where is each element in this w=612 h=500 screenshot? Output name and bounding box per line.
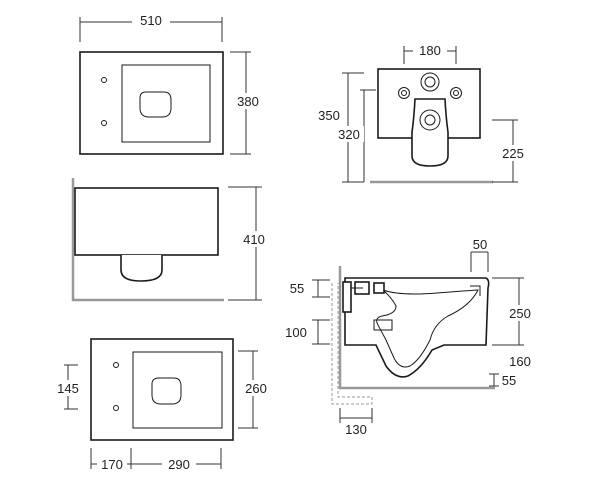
plan-fixing-hole xyxy=(113,405,119,411)
bottom-plan-view: 260 145 170 290 xyxy=(52,338,272,472)
rear-waste-outer xyxy=(419,109,441,131)
side-section-view: 50 55 100 250 160 55 130 xyxy=(285,237,536,437)
dim-side-top-width: 50 xyxy=(473,237,487,252)
rear-bolt-right-inner xyxy=(453,90,459,96)
rear-bolt-left xyxy=(398,87,410,99)
dim-front-height: 410 xyxy=(243,232,265,247)
rear-waste-inner xyxy=(424,114,436,126)
top-view: 510 380 xyxy=(79,12,264,155)
dim-rear-spacing: 180 xyxy=(419,43,441,58)
plan-seat xyxy=(132,351,223,429)
rear-inlet-inner xyxy=(424,76,436,88)
section-inlet-nozzle xyxy=(373,282,385,294)
label-bg xyxy=(334,126,364,142)
top-view-fixing-hole xyxy=(101,77,107,83)
top-view-fixing-hole xyxy=(101,120,107,126)
label-bg xyxy=(97,456,127,472)
rear-bolt-right xyxy=(450,87,462,99)
dim-side-mid-left: 100 xyxy=(285,325,307,340)
section-rim xyxy=(470,285,481,296)
dim-rear-right: 225 xyxy=(502,146,524,161)
rear-outlet xyxy=(411,98,449,167)
dim-top-width: 510 xyxy=(140,13,162,28)
top-view-body xyxy=(79,51,224,155)
dim-side-base: 130 xyxy=(345,422,367,437)
dim-side-bottom-right: 55 xyxy=(502,373,516,388)
front-foot xyxy=(120,255,163,282)
rear-inlet-outer xyxy=(420,72,440,92)
dim-rear-outer: 350 xyxy=(318,108,340,123)
dim-side-bottom: 160 xyxy=(509,354,531,369)
section-bowl-trap xyxy=(376,289,479,368)
label-bg xyxy=(314,107,346,123)
label-bg xyxy=(240,380,272,396)
section-wall-floor xyxy=(338,266,495,390)
dim-rear-inner: 320 xyxy=(338,127,360,142)
dim-top-depth: 380 xyxy=(237,94,259,109)
plan-bowl-outline xyxy=(151,377,182,405)
label-bg xyxy=(162,456,196,472)
label-bg xyxy=(132,12,170,28)
plan-fixing-hole xyxy=(113,362,119,368)
label-bg xyxy=(497,145,529,161)
rear-bolt-left-inner xyxy=(401,90,407,96)
section-bowl-body xyxy=(344,277,490,378)
dim-plan-center: 290 xyxy=(168,457,190,472)
front-elevation: 410 xyxy=(71,178,270,302)
label-bg xyxy=(52,380,86,396)
label-bg xyxy=(238,231,270,247)
wall-line xyxy=(71,178,224,302)
front-body xyxy=(74,187,219,256)
section-outlet xyxy=(373,319,393,331)
top-view-bowl-outline xyxy=(139,91,172,118)
label-bg xyxy=(504,305,536,321)
top-view-seat xyxy=(121,64,211,143)
plan-body xyxy=(90,338,234,441)
rear-view: 180 350 320 225 xyxy=(314,42,529,184)
carrier-frame xyxy=(331,283,373,405)
dim-side-top-left: 55 xyxy=(290,281,304,296)
dim-plan-left: 170 xyxy=(101,457,123,472)
label-bg xyxy=(413,42,447,58)
dim-plan-offset: 145 xyxy=(57,381,79,396)
dim-side-height: 250 xyxy=(509,306,531,321)
section-inlet xyxy=(342,281,352,313)
dim-plan-inner: 260 xyxy=(245,381,267,396)
label-bg xyxy=(232,93,264,109)
